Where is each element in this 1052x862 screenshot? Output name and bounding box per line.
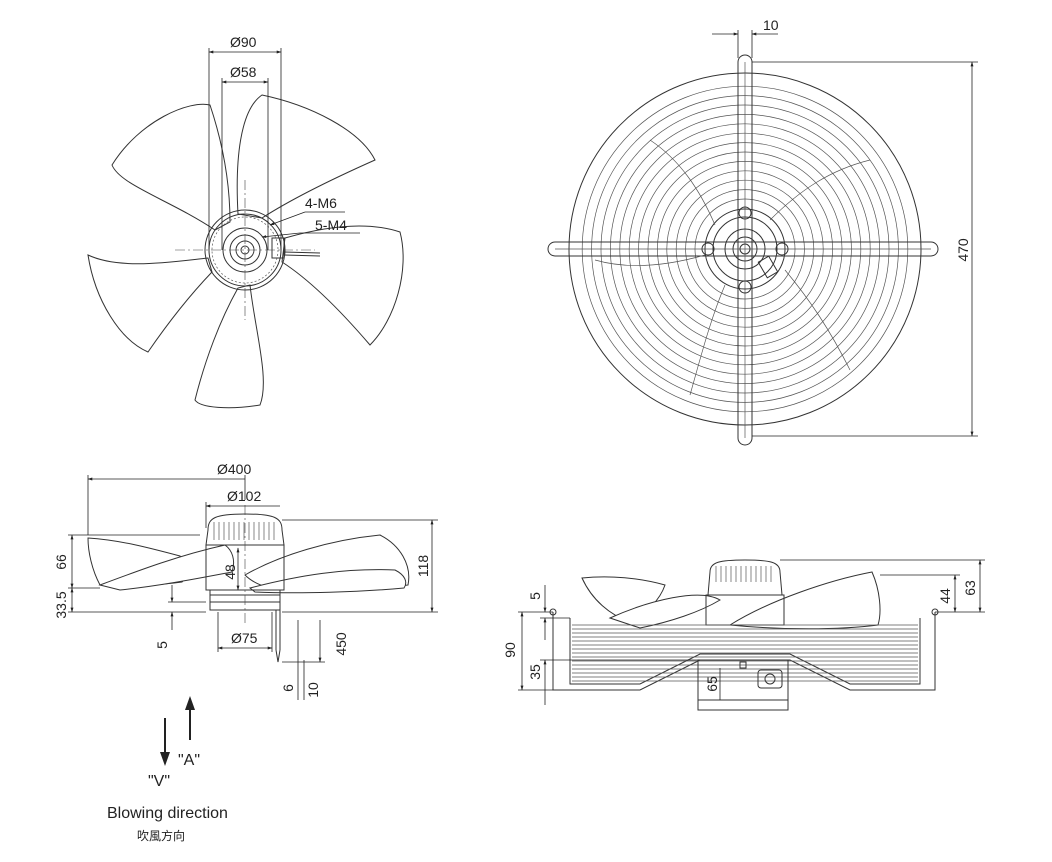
dim-d75: Ø75 xyxy=(231,630,258,646)
dim-d90: Ø90 xyxy=(230,34,257,50)
guard-motor xyxy=(697,659,789,711)
dim-6: 6 xyxy=(280,684,296,692)
guard-vertical-bar xyxy=(737,54,753,446)
dim-10-side: 10 xyxy=(305,682,321,698)
dim-90: 90 xyxy=(502,642,518,658)
dim-35: 35 xyxy=(527,664,543,680)
cable-gland xyxy=(271,237,285,259)
dim-d400: Ø400 xyxy=(217,461,251,477)
label-v: "V" xyxy=(148,773,170,790)
dim-33-5: 33.5 xyxy=(53,591,69,618)
dim-66: 66 xyxy=(53,554,69,570)
dim-63: 63 xyxy=(962,580,978,596)
dim-44: 44 xyxy=(937,588,953,604)
dim-10-top: 10 xyxy=(763,17,779,33)
legend-title: Blowing direction xyxy=(107,805,228,822)
dim-65: 65 xyxy=(704,676,720,692)
fan-blade xyxy=(194,284,264,409)
fan-blade xyxy=(111,103,231,231)
fan-side-view: Ø400 Ø102 118 66 33.5 48 5 Ø75 45 xyxy=(53,461,438,700)
fan-blade xyxy=(87,254,213,353)
dim-450: 450 xyxy=(333,632,349,656)
dim-470: 470 xyxy=(955,238,971,262)
fan-blade xyxy=(281,225,404,346)
label-a: "A" xyxy=(178,752,200,769)
legend-title-cn: 吹風方向 xyxy=(137,828,185,843)
guard-front-view: 10 470 xyxy=(547,17,978,446)
dim-d58: Ø58 xyxy=(230,64,257,80)
dim-5m4: 5-M4 xyxy=(315,217,347,233)
fan-blade xyxy=(236,94,376,219)
dim-48: 48 xyxy=(222,564,238,580)
guard-hub xyxy=(704,208,786,290)
side-hub-top xyxy=(205,513,285,546)
guard-side-view: 63 44 5 90 35 65 xyxy=(502,559,985,711)
dim-4m6: 4-M6 xyxy=(305,195,337,211)
guard-horizontal-bar xyxy=(547,241,939,257)
dim-d102: Ø102 xyxy=(227,488,261,504)
dim-5-guard: 5 xyxy=(527,592,543,600)
dim-5-side: 5 xyxy=(154,641,170,649)
dim-118: 118 xyxy=(415,555,431,578)
blowing-direction-legend: "A" "V" Blowing direction 吹風方向 xyxy=(107,696,228,843)
front-fan-view: Ø90 Ø58 4-M6 5-M4 xyxy=(87,34,404,409)
